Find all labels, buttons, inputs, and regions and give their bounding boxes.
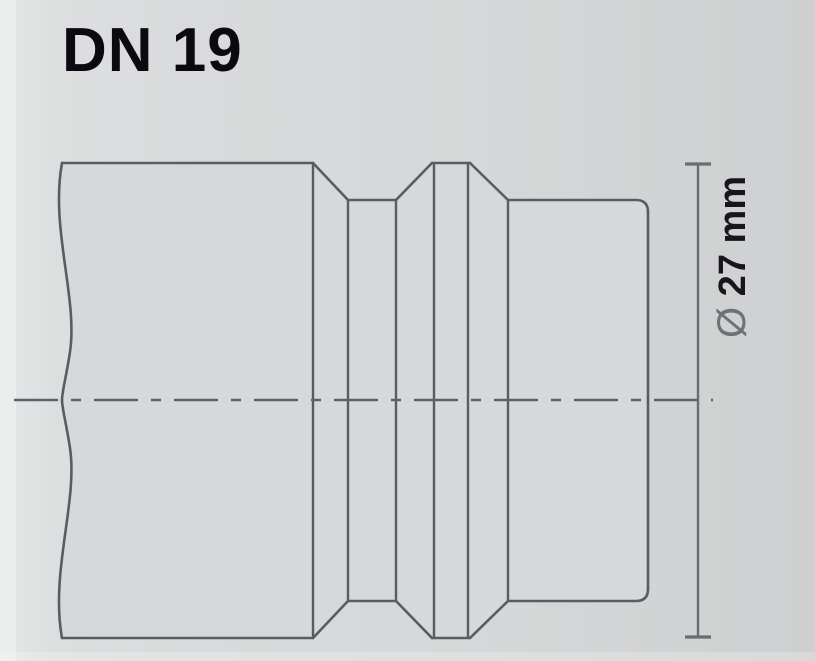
diameter-dimension-label: Ø 27 mm — [710, 108, 754, 338]
break-line-bottom — [57, 398, 73, 640]
part-profile — [57, 161, 650, 640]
dimension-space — [712, 243, 754, 254]
diameter-value-number: 27 — [712, 254, 754, 297]
nose-edge-bottom — [506, 587, 650, 603]
diameter-symbol-icon: Ø — [710, 306, 754, 338]
body-chamfer-bottom — [311, 599, 350, 640]
page-title: DN 19 — [62, 16, 243, 85]
diameter-value — [712, 296, 754, 307]
break-line-top — [57, 161, 73, 402]
nose-edge-top — [506, 198, 650, 214]
diameter-dimension-line — [685, 162, 711, 639]
body-chamfer-top — [311, 161, 350, 202]
bead-fall-bottom — [468, 599, 510, 640]
diameter-unit: mm — [712, 175, 754, 244]
bead-fall-top — [468, 161, 510, 202]
bead-rise-bottom — [394, 599, 434, 640]
bead-rise-top — [394, 161, 434, 202]
